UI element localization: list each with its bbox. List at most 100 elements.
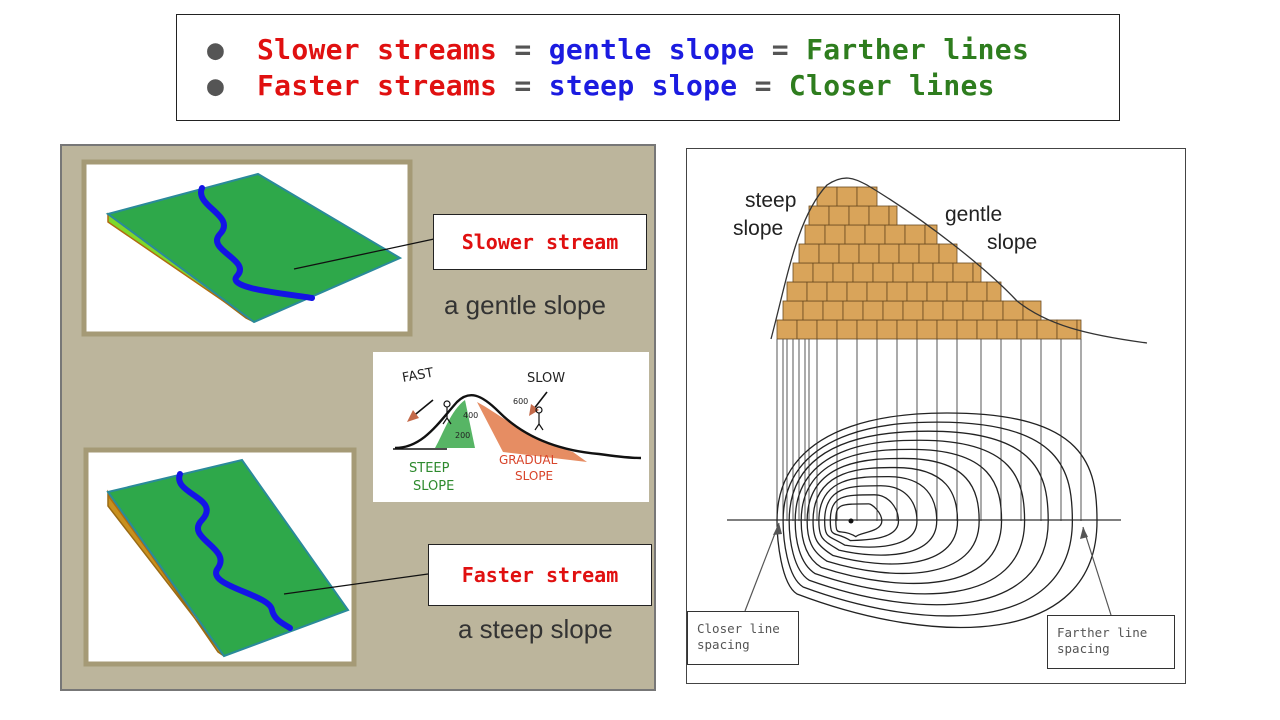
profile-block	[892, 262, 914, 283]
faster-stream-callout: Faster stream	[428, 544, 652, 606]
profile-block	[812, 262, 834, 283]
contour-lines	[776, 412, 1098, 629]
rule-lines-term: Closer lines	[788, 69, 995, 102]
profile-block	[786, 281, 808, 302]
contour-line	[823, 485, 918, 548]
profile-block	[846, 281, 868, 302]
fast-hiker-icon	[443, 400, 451, 408]
profile-block	[936, 319, 958, 340]
sketch-elev-200: 200	[455, 431, 470, 440]
profile-block	[792, 262, 814, 283]
closer-spacing-pointer	[744, 522, 780, 612]
rule-line-faster: ●Faster streams = steep slope = Closer l…	[207, 69, 995, 102]
profile-block	[876, 319, 898, 340]
profile-block	[838, 243, 860, 264]
contour-line	[818, 475, 938, 556]
contour-line	[776, 412, 1098, 629]
summit-point	[848, 518, 854, 524]
profile-block	[832, 262, 854, 283]
profile-block	[976, 319, 998, 340]
profile-steps	[776, 186, 1082, 340]
profile-curve	[770, 177, 1148, 344]
steep-slope-label: a steep slope	[458, 614, 613, 644]
rule-equals: =	[497, 69, 549, 102]
profile-block	[966, 281, 988, 302]
slow-arrow-icon	[532, 391, 548, 411]
profile-block	[898, 243, 920, 264]
steep-slope-top	[106, 458, 350, 658]
slower-stream-callout: Slower stream	[433, 214, 647, 270]
closer-label-line: Closer line	[697, 621, 780, 636]
rule-equals: =	[497, 33, 549, 66]
contour-line	[794, 439, 1026, 595]
gentle-slope-diagram-label: gentle slope	[945, 201, 1037, 257]
rule-equals: =	[754, 33, 807, 66]
sketch-elev-600: 600	[513, 397, 528, 406]
profile-block	[942, 300, 964, 321]
sketch-steep-slope-text: SLOPE	[413, 479, 454, 494]
bullet-icon: ●	[207, 33, 225, 66]
profile-block	[782, 300, 804, 321]
hill-profile-line	[394, 393, 642, 460]
sketch-gradual-slope-text: SLOPE	[515, 469, 553, 483]
contour-line	[835, 503, 883, 538]
hill-sketch: FAST SLOW 400 200 600 STEEP SLOPE GRADUA…	[373, 352, 649, 502]
profile-block	[808, 205, 830, 226]
profile-block	[1036, 319, 1058, 340]
slope-drawings	[81, 159, 435, 667]
profile-block	[852, 262, 874, 283]
profile-block	[952, 262, 974, 283]
profile-block	[864, 224, 886, 245]
profile-block	[826, 281, 848, 302]
contour-diagram-panel: steep slope gentle slope Closer line spa…	[686, 148, 1186, 684]
profile-block	[866, 281, 888, 302]
steep-slope-diagram-label: steep slope	[733, 187, 796, 243]
profile-block	[1016, 319, 1038, 340]
profile-block	[816, 319, 838, 340]
profile-block	[938, 243, 958, 264]
profile-block	[896, 319, 918, 340]
profile-block	[844, 224, 866, 245]
gentle-slope-top	[105, 172, 403, 324]
sketch-gradual-text: GRADUAL	[499, 453, 558, 467]
gentle-slope-label: a gentle slope	[444, 290, 606, 320]
profile-block	[986, 281, 1002, 302]
profile-block	[922, 300, 944, 321]
rule-equals: =	[737, 69, 789, 102]
profile-block	[882, 300, 904, 321]
profile-block	[836, 319, 858, 340]
rule-line-slower: ●Slower streams = gentle slope = Farther…	[207, 33, 1029, 66]
hill-sketch-drawing: FAST SLOW 400 200 600 STEEP SLOPE GRADUA…	[393, 366, 642, 494]
profile-block	[862, 300, 884, 321]
steep-slope-stream	[176, 471, 293, 631]
profile-block	[946, 281, 968, 302]
profile-block	[962, 300, 984, 321]
gentle-label-line: gentle	[945, 203, 1003, 226]
profile-block	[858, 243, 880, 264]
profile-block	[848, 205, 870, 226]
profile-block	[818, 243, 840, 264]
contour-diagram	[727, 177, 1148, 629]
rule-lines-term: Farther lines	[806, 33, 1030, 66]
contour-line	[812, 466, 959, 565]
closer-line-spacing-box: Closer line spacing	[687, 611, 799, 665]
gentle-callout-pointer	[293, 238, 435, 270]
gradual-side-shading	[477, 402, 587, 462]
rule-stream-term: Slower streams	[257, 33, 498, 66]
rule-slope-term: steep slope	[548, 69, 738, 102]
profile-block	[916, 319, 938, 340]
profile-block	[856, 319, 878, 340]
farther-spacing-pointer	[1082, 526, 1112, 616]
profile-block	[822, 300, 844, 321]
sketch-steep-text: STEEP	[409, 461, 450, 476]
gentle-slope-stream	[198, 185, 315, 301]
contour-line	[788, 430, 1049, 606]
profile-block	[926, 281, 948, 302]
sketch-slow-text: SLOW	[527, 371, 565, 386]
profile-block	[856, 186, 878, 207]
contour-line	[806, 457, 980, 574]
contour-line	[782, 421, 1074, 617]
steep-side-shading	[435, 400, 475, 448]
profile-block	[806, 281, 828, 302]
profile-block	[796, 319, 818, 340]
